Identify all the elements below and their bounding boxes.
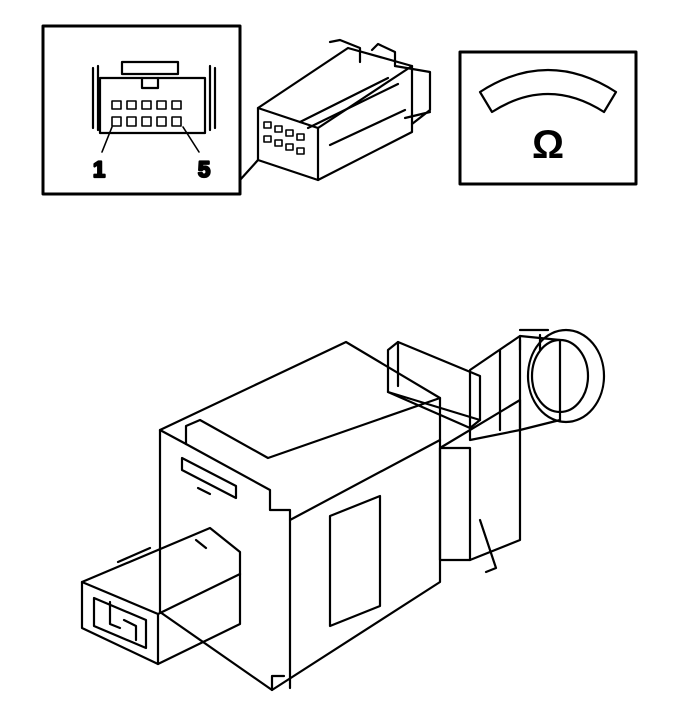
connector-top-tabs [328, 38, 397, 68]
retaining-clip-edges [386, 340, 482, 422]
pin-cavity [296, 147, 305, 155]
housing-top-ridge [158, 396, 442, 460]
connector-pinout-inset: 1 5 [41, 24, 260, 196]
connector-ribs [298, 76, 407, 147]
pin-cavity [141, 100, 152, 110]
plug-socket [92, 596, 148, 650]
pin-cavity [111, 116, 122, 127]
pin-cavity [296, 133, 305, 141]
callout-line [238, 158, 260, 182]
pin-cavity [171, 100, 182, 110]
pin-cavities [111, 100, 182, 127]
connector-3d-view [256, 38, 432, 182]
switch-assembly [80, 328, 606, 692]
housing-top-edge [184, 438, 442, 522]
leader-line-pin-5 [182, 126, 200, 153]
inset-frame [41, 24, 242, 196]
rear-block-edges [438, 446, 498, 574]
pin-cavity [274, 125, 283, 133]
connector-latch [120, 60, 180, 76]
pin-cavity [274, 139, 283, 147]
pin-cavity [285, 129, 294, 137]
ohm-symbol: Ω [532, 123, 564, 167]
pin-cavity [285, 143, 294, 151]
housing-foot [270, 674, 286, 692]
connector-key [140, 76, 160, 90]
pin-label-5: 5 [198, 157, 210, 182]
rear-block [438, 398, 522, 562]
connector-body [256, 46, 414, 182]
plug-terminals [108, 600, 138, 642]
pin-cavity [156, 116, 167, 127]
barrel-ribs [498, 334, 522, 432]
plunger-cap [526, 328, 606, 424]
housing-notch [196, 486, 212, 496]
leader-line-pin-1 [101, 126, 113, 153]
plunger-barrel [468, 328, 606, 442]
housing-slot [180, 456, 238, 500]
ohmmeter-panel [458, 50, 638, 186]
plug-body [80, 526, 242, 666]
pin-cavity [263, 121, 272, 129]
barrel-body [468, 334, 562, 442]
plug-edges [80, 572, 242, 666]
pin-cavity [126, 100, 137, 110]
housing-side-window [328, 494, 382, 628]
connector-cavities [263, 121, 305, 155]
plug-top-detail [116, 538, 208, 564]
pin-cavity [156, 100, 167, 110]
pin-cavity [126, 116, 137, 127]
pin-cavity [111, 100, 122, 110]
connector-face-view [91, 60, 217, 153]
ohmmeter-frame [458, 50, 638, 186]
pin-cavity [141, 116, 152, 127]
terminal-plug [80, 526, 242, 666]
connector-housing-face [98, 76, 207, 135]
pin-cavity [171, 116, 182, 127]
pin-cavity [263, 135, 272, 143]
connector-side-rails [91, 64, 217, 132]
connector-rear-latch [393, 64, 432, 126]
meter-scale-arc [478, 69, 618, 114]
pin-label-1: 1 [93, 157, 105, 182]
